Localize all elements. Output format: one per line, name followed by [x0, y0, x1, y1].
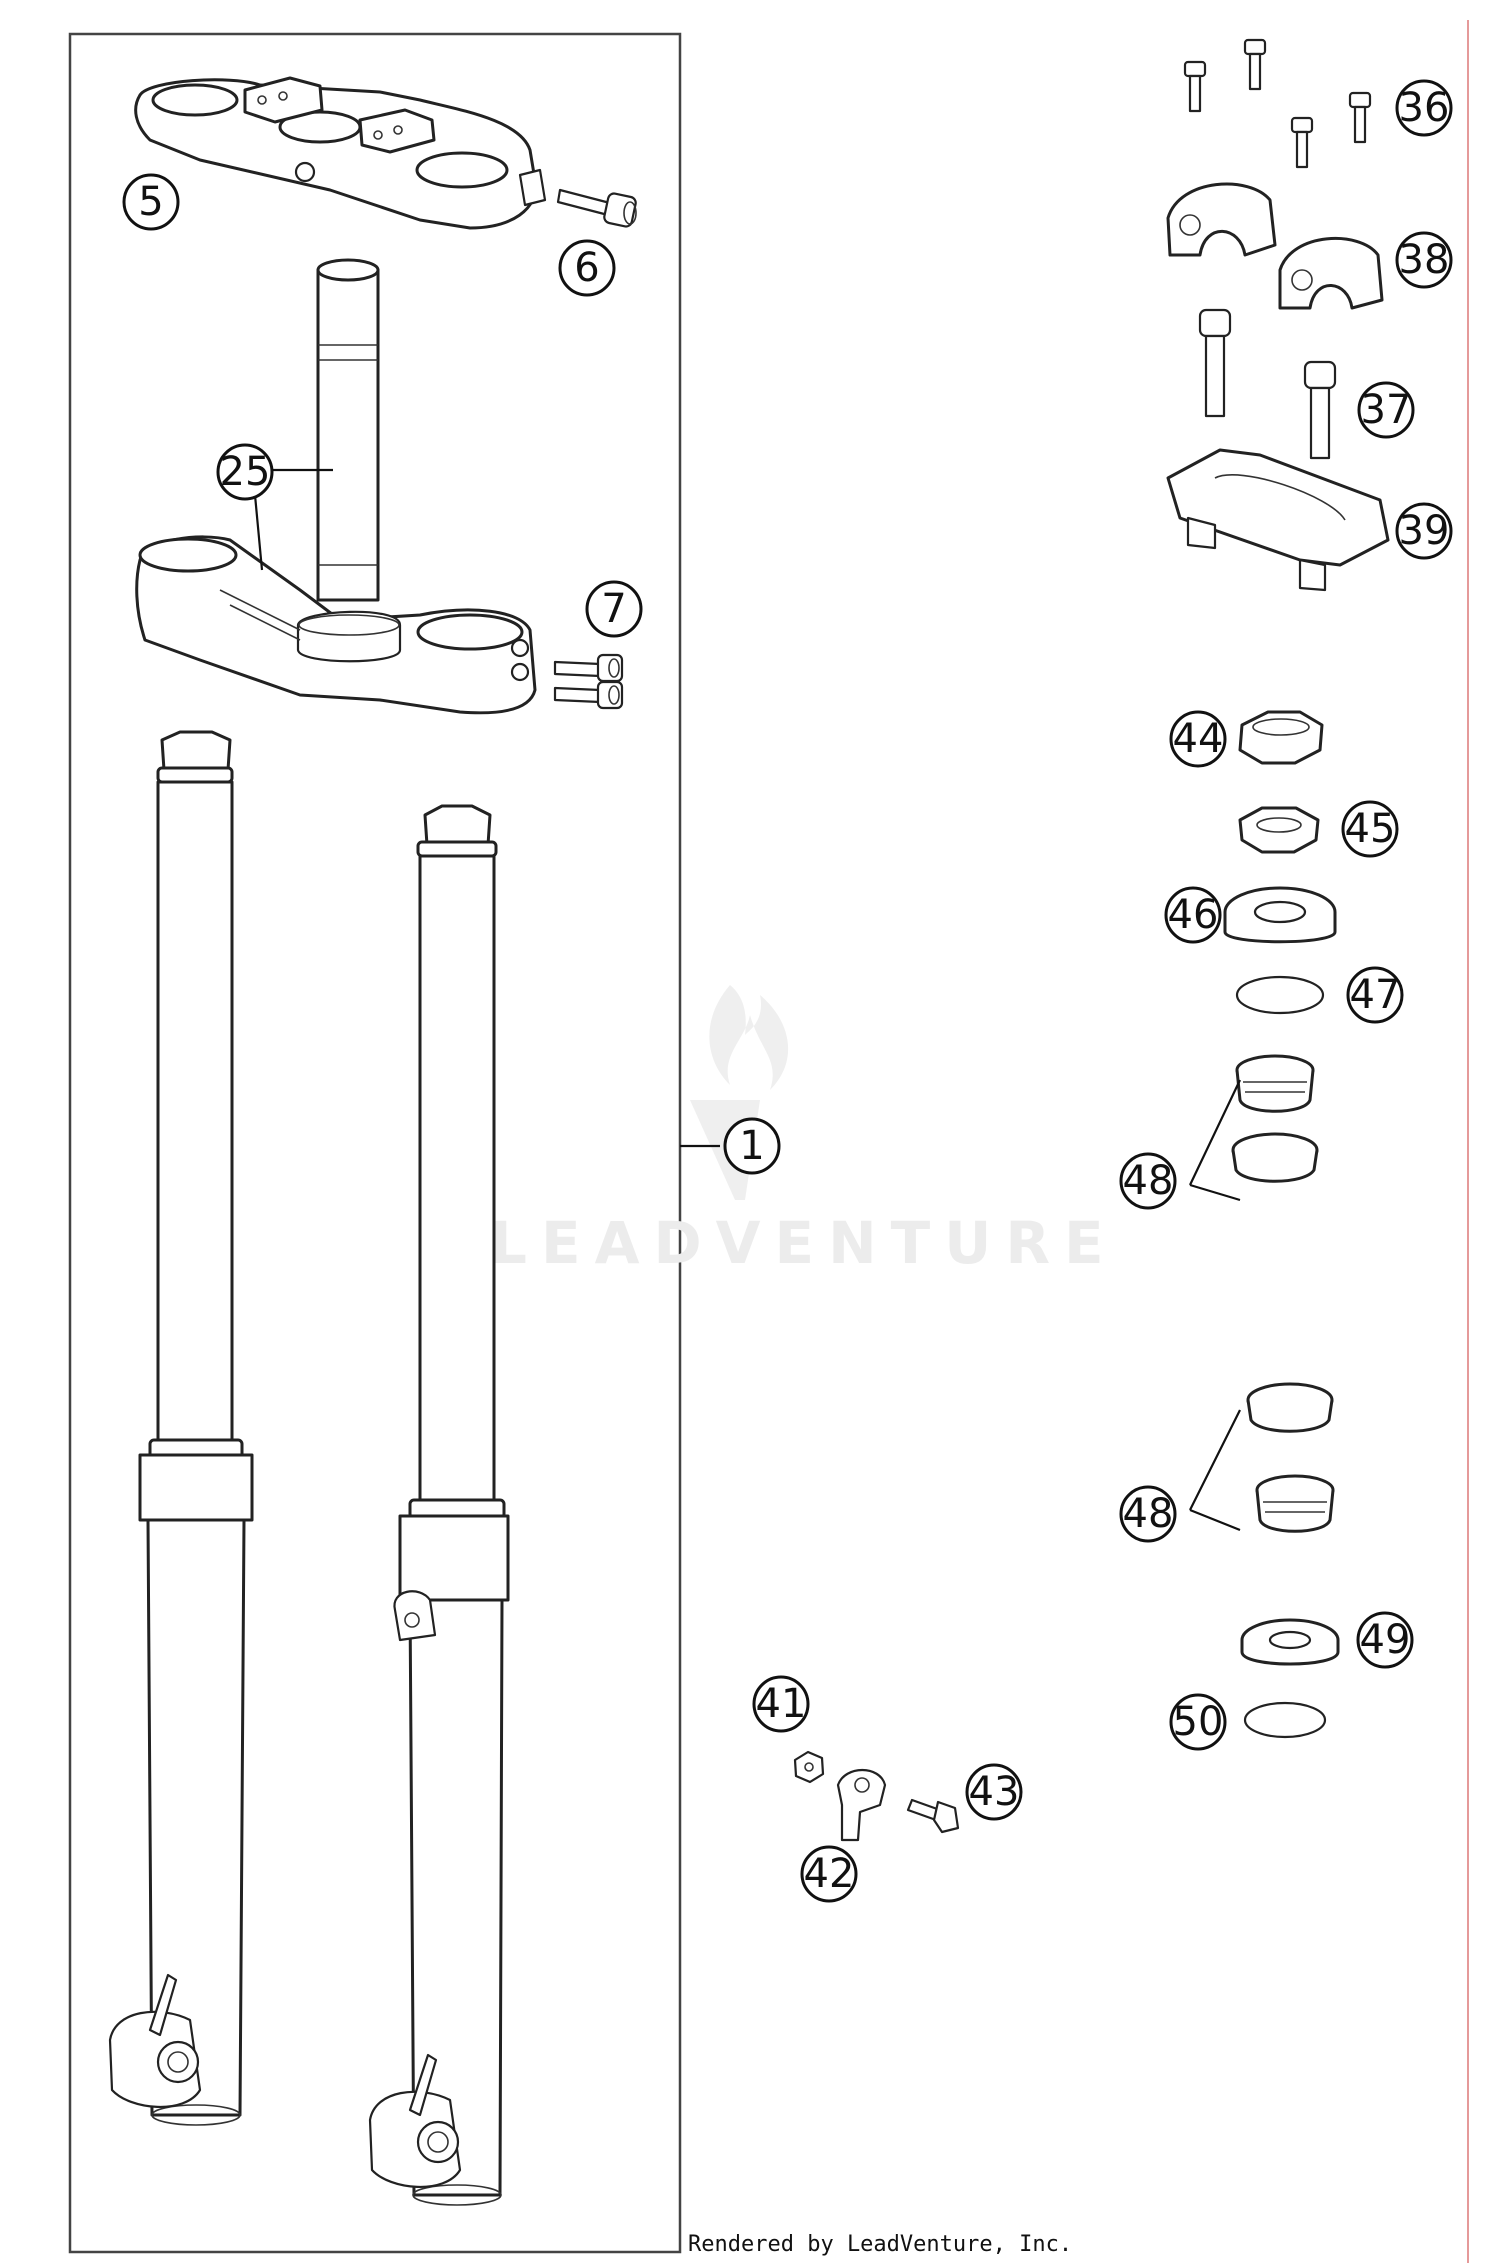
callout-45: 45	[1341, 800, 1399, 858]
brake-line-nut	[793, 1750, 825, 1784]
callout-39: 39	[1395, 502, 1453, 560]
upper-triple-clamp	[134, 76, 547, 230]
callout-5-label: 5	[138, 179, 163, 225]
callout-49-label: 49	[1360, 1617, 1411, 1663]
callout-48-upper-label: 48	[1123, 1158, 1174, 1204]
brake-line-bolt	[906, 1798, 960, 1834]
callout-43-label: 43	[969, 1769, 1020, 1815]
steering-lock-nut	[1238, 710, 1324, 765]
o-ring-upper	[1235, 975, 1325, 1015]
callout-7-label: 7	[601, 586, 626, 632]
callout-46: 46	[1164, 886, 1222, 944]
callout-36: 36	[1395, 79, 1453, 137]
callout-41: 41	[752, 1675, 810, 1733]
callout-48-lower-label: 48	[1123, 1491, 1174, 1537]
callout-42: 42	[800, 1845, 858, 1903]
callout-39-label: 39	[1399, 508, 1450, 554]
callout-46-label: 46	[1168, 892, 1219, 938]
leadventure-watermark: LEADVENTURE	[490, 985, 1118, 1277]
callout-45-label: 45	[1345, 806, 1396, 852]
callout-48-upper: 48	[1119, 1152, 1177, 1210]
callout-43: 43	[965, 1763, 1023, 1821]
upper-handlebar-clamps	[1166, 182, 1384, 310]
callout-42-label: 42	[804, 1851, 855, 1897]
left-fork-leg	[108, 730, 254, 2126]
dust-seal-washer	[1223, 886, 1337, 944]
callout-38: 38	[1395, 231, 1453, 289]
callout-47: 47	[1346, 966, 1404, 1024]
callout-41-label: 41	[756, 1681, 807, 1727]
callout-44-label: 44	[1173, 716, 1224, 762]
callout-37: 37	[1357, 381, 1415, 439]
lower-steering-bearing-set	[1246, 1382, 1335, 1533]
callout-48-lower: 48	[1119, 1485, 1177, 1543]
handlebar-clamp-bolts	[1183, 38, 1372, 169]
callout-25-label: 25	[220, 449, 271, 495]
lower-dust-seal	[1240, 1618, 1340, 1666]
callout-49: 49	[1356, 1611, 1414, 1669]
upper-steering-bearing-set	[1231, 1054, 1319, 1183]
lower-clamp-bolts	[553, 653, 624, 710]
lower-handlebar-clamp	[1166, 448, 1390, 592]
callout-6: 6	[558, 239, 616, 297]
callout-37-label: 37	[1361, 387, 1412, 433]
callout-44: 44	[1169, 710, 1227, 768]
o-ring-lower	[1243, 1701, 1327, 1739]
callout-50-label: 50	[1173, 1699, 1224, 1745]
callout-6-label: 6	[574, 245, 599, 291]
callout-1: 1	[723, 1117, 781, 1175]
callout-7: 7	[585, 580, 643, 638]
callout-38-label: 38	[1399, 237, 1450, 283]
flame-logo-icon	[709, 985, 789, 1090]
handlebar-clamp-long-bolts	[1198, 308, 1337, 460]
callout-5: 5	[122, 173, 180, 231]
callout-47-label: 47	[1350, 972, 1401, 1018]
clamp-bolt	[556, 188, 637, 228]
right-fork-leg	[368, 804, 510, 2206]
callout-36-label: 36	[1399, 85, 1450, 131]
lower-triple-clamp-with-stem	[135, 258, 537, 715]
brake-line-holder	[836, 1769, 887, 1842]
fork-assembly-frame	[68, 32, 682, 2254]
rendered-by-credit: Rendered by LeadVenture, Inc.	[688, 2232, 1073, 2257]
callout-1-label: 1	[739, 1123, 764, 1169]
callout-50: 50	[1169, 1693, 1227, 1751]
steering-hex-nut	[1238, 806, 1320, 854]
watermark-text: LEADVENTURE	[490, 1209, 1118, 1277]
callout-25: 25	[216, 443, 274, 501]
leader-lines	[243, 468, 1241, 1532]
